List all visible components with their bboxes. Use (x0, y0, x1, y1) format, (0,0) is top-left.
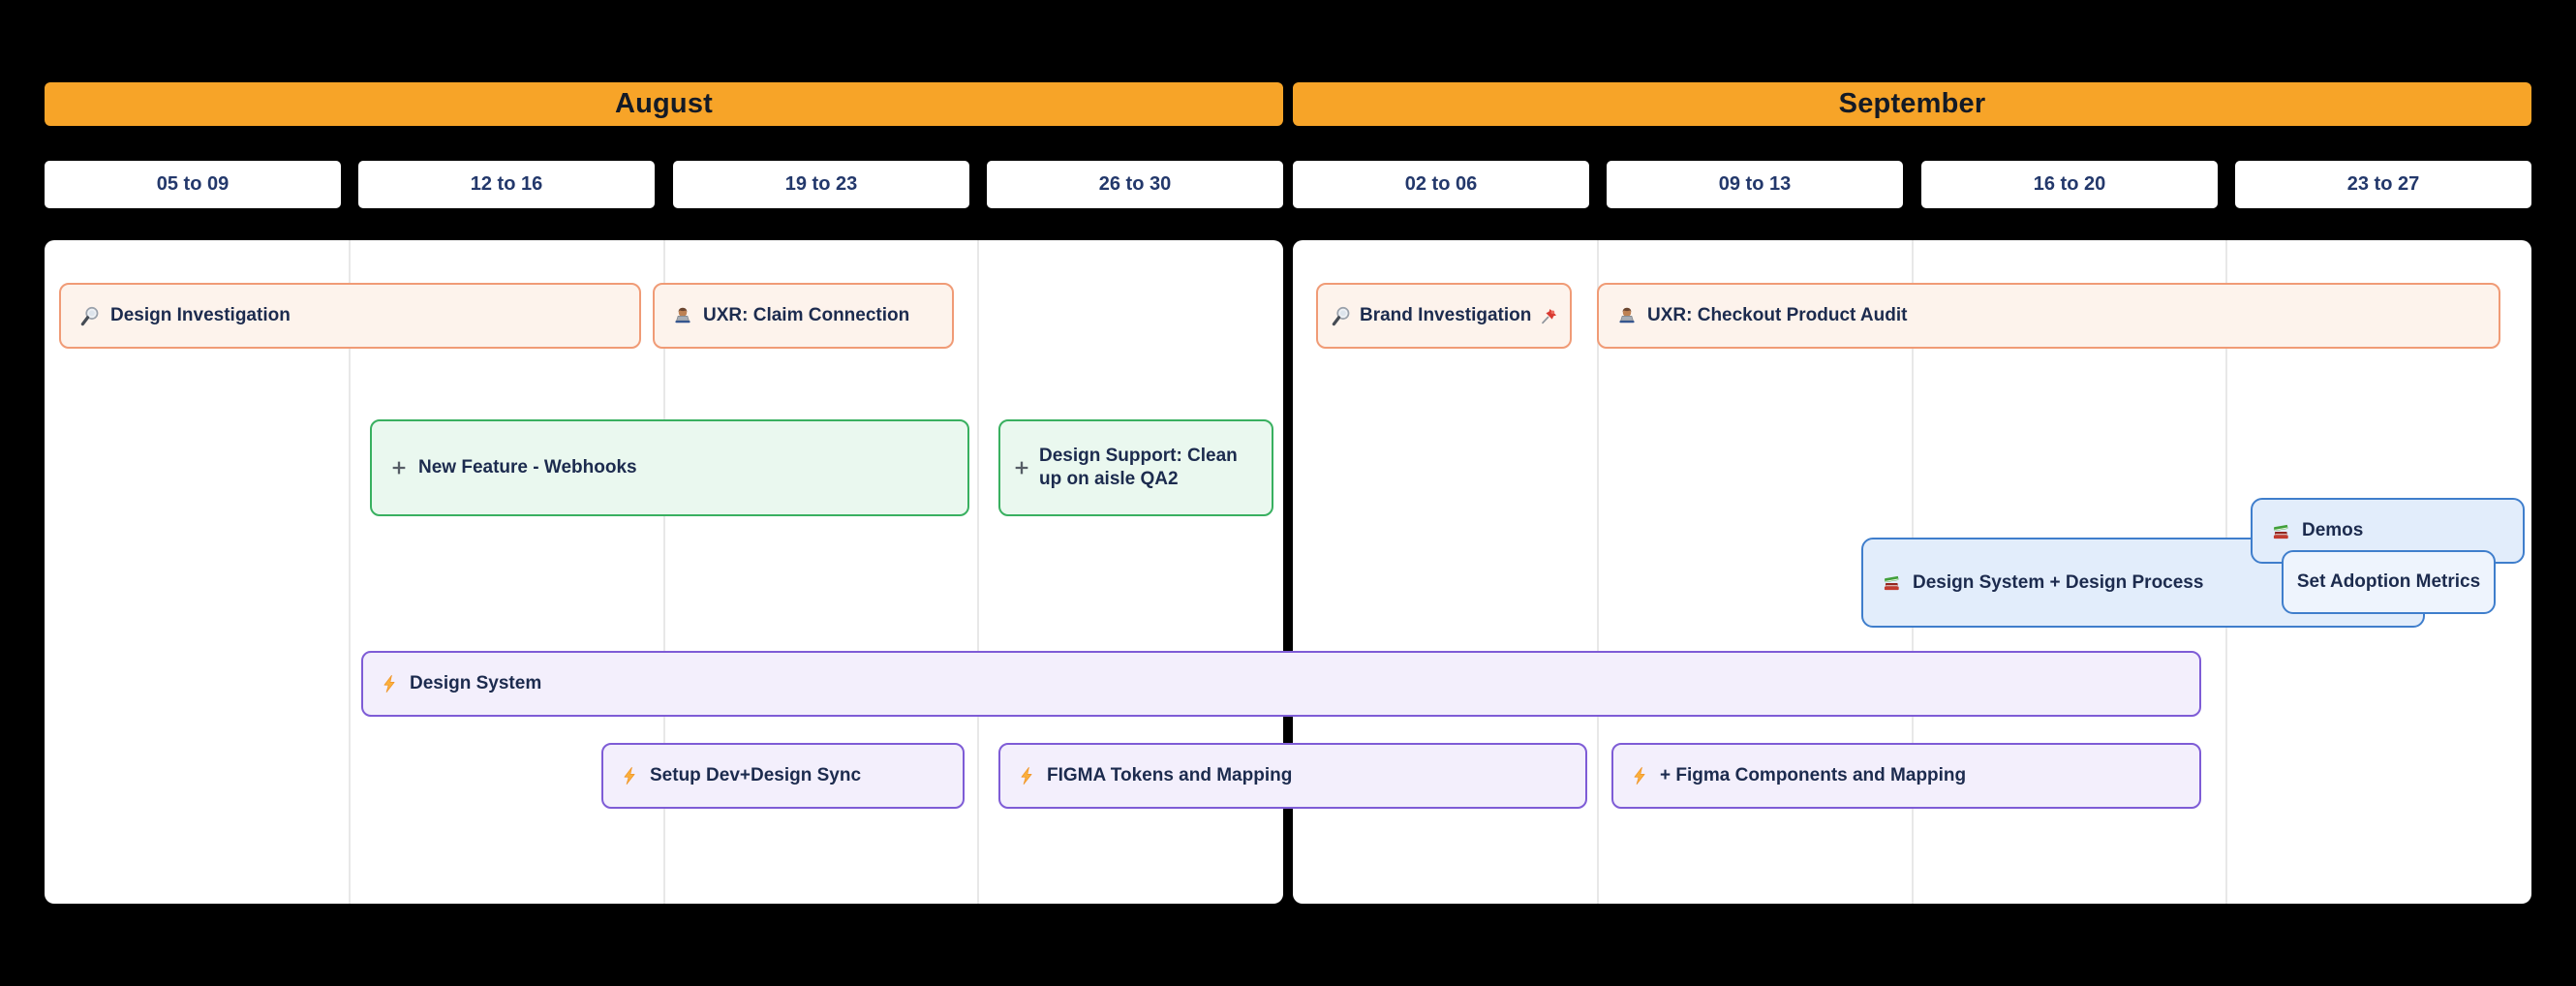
card-label: FIGMA Tokens and Mapping (1047, 765, 1293, 786)
card-label: UXR: Claim Connection (703, 305, 910, 326)
card-label: Set Adoption Metrics (2296, 571, 2481, 593)
card-brand-investigation[interactable]: Brand Investigation (1316, 283, 1572, 349)
lightning-icon (621, 766, 640, 786)
card-new-feature-webhooks[interactable]: New Feature - Webhooks (370, 419, 969, 516)
week-label-august-2: 12 to 16 (358, 161, 655, 208)
card-label: New Feature - Webhooks (418, 457, 637, 478)
card-label: Brand Investigation (1360, 305, 1532, 326)
month-title: August (614, 88, 714, 119)
week-range-text: 26 to 30 (1098, 173, 1172, 195)
plus-icon (1012, 458, 1031, 478)
magnifier-icon (1330, 305, 1352, 327)
week-label-august-1: 05 to 09 (45, 161, 341, 208)
card-figma-components-and-mapping[interactable]: + Figma Components and Mapping (1611, 743, 2201, 809)
card-design-investigation[interactable]: Design Investigation (59, 283, 641, 349)
week-range-text: 23 to 27 (2346, 173, 2420, 195)
lightning-icon (381, 674, 400, 693)
card-design-system[interactable]: Design System (361, 651, 2201, 717)
week-label-september-1: 02 to 06 (1293, 161, 1589, 208)
lightning-icon (1631, 766, 1650, 786)
month-header-august: August (45, 82, 1283, 126)
books-icon (2270, 520, 2292, 542)
card-setup-dev-design-sync[interactable]: Setup Dev+Design Sync (601, 743, 965, 809)
week-column-separator (977, 240, 979, 904)
week-range-text: 05 to 09 (156, 173, 230, 195)
books-icon (1881, 571, 1903, 594)
card-label: + Figma Components and Mapping (1660, 765, 1967, 786)
week-column-separator (349, 240, 351, 904)
technologist-icon (672, 305, 693, 326)
plus-icon (389, 458, 409, 478)
month-title: September (1838, 88, 1986, 119)
card-set-adoption-metrics[interactable]: Set Adoption Metrics (2282, 550, 2496, 614)
card-label: Demos (2302, 520, 2364, 541)
card-figma-tokens-and-mapping[interactable]: FIGMA Tokens and Mapping (998, 743, 1587, 809)
week-column-separator (1597, 240, 1599, 904)
week-range-text: 09 to 13 (1718, 173, 1792, 195)
week-label-august-4: 26 to 30 (987, 161, 1283, 208)
card-label: Design System (410, 673, 542, 694)
card-label: Design Support: Clean up on aisle QA2 (1039, 446, 1238, 489)
card-label: UXR: Checkout Product Audit (1647, 305, 1908, 326)
week-range-text: 12 to 16 (470, 173, 543, 195)
card-label: Design Investigation (110, 305, 291, 326)
week-column-separator (663, 240, 665, 904)
card-label: Setup Dev+Design Sync (650, 765, 862, 786)
pin-icon (1539, 306, 1559, 326)
week-label-september-3: 16 to 20 (1921, 161, 2218, 208)
card-uxr-claim-connection[interactable]: UXR: Claim Connection (653, 283, 954, 349)
week-range-text: 02 to 06 (1404, 173, 1478, 195)
week-label-september-2: 09 to 13 (1607, 161, 1903, 208)
week-range-text: 19 to 23 (784, 173, 858, 195)
lightning-icon (1018, 766, 1037, 786)
technologist-icon (1616, 305, 1638, 326)
month-header-september: September (1293, 82, 2531, 126)
card-design-support-clean-up-qa2[interactable]: Design Support: Clean up on aisle QA2 (998, 419, 1273, 516)
card-label: Design System + Design Process (1913, 571, 2204, 593)
card-uxr-checkout-product-audit[interactable]: UXR: Checkout Product Audit (1597, 283, 2500, 349)
week-label-september-4: 23 to 27 (2235, 161, 2531, 208)
magnifier-icon (78, 305, 101, 327)
week-range-text: 16 to 20 (2033, 173, 2106, 195)
week-label-august-3: 19 to 23 (673, 161, 969, 208)
